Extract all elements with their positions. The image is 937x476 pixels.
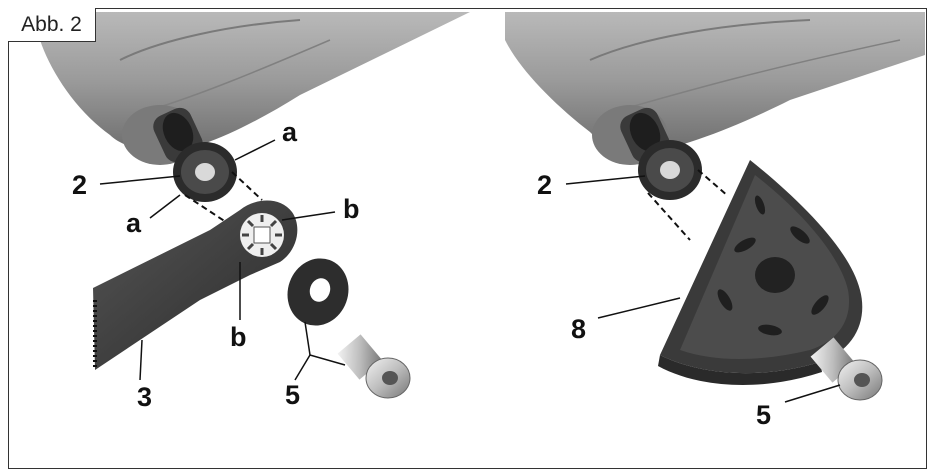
flange-left bbox=[173, 142, 237, 202]
screw-right bbox=[810, 337, 883, 401]
saw-blade bbox=[93, 200, 298, 370]
label-pin-top: a bbox=[282, 117, 298, 147]
label-screw: 5 bbox=[756, 400, 771, 430]
label-sanding-plate: 8 bbox=[571, 314, 586, 344]
tool-housing-right bbox=[505, 12, 925, 165]
label-flange: 2 bbox=[72, 170, 87, 200]
tool-housing-left bbox=[40, 12, 470, 165]
label-pin-left: a bbox=[126, 208, 142, 238]
figure-tag: Abb. 2 bbox=[8, 8, 96, 42]
leader-lines-right bbox=[565, 175, 841, 403]
label-slot-bottom: b bbox=[230, 322, 247, 352]
label-screw: 5 bbox=[285, 380, 300, 410]
leader-lines-left bbox=[99, 139, 346, 381]
label-blade: 3 bbox=[137, 382, 152, 412]
flange-right bbox=[638, 140, 702, 200]
label-flange: 2 bbox=[537, 170, 552, 200]
alignment-line bbox=[647, 192, 691, 241]
right-panel: 2 8 5 bbox=[505, 12, 925, 430]
screw-left bbox=[337, 334, 411, 399]
label-slot-right: b bbox=[343, 194, 360, 224]
alignment-line bbox=[231, 171, 263, 201]
alignment-line bbox=[697, 169, 729, 197]
washer bbox=[287, 258, 349, 326]
sanding-plate bbox=[658, 160, 863, 385]
left-panel: 2 a a b b 3 5 bbox=[40, 12, 470, 412]
